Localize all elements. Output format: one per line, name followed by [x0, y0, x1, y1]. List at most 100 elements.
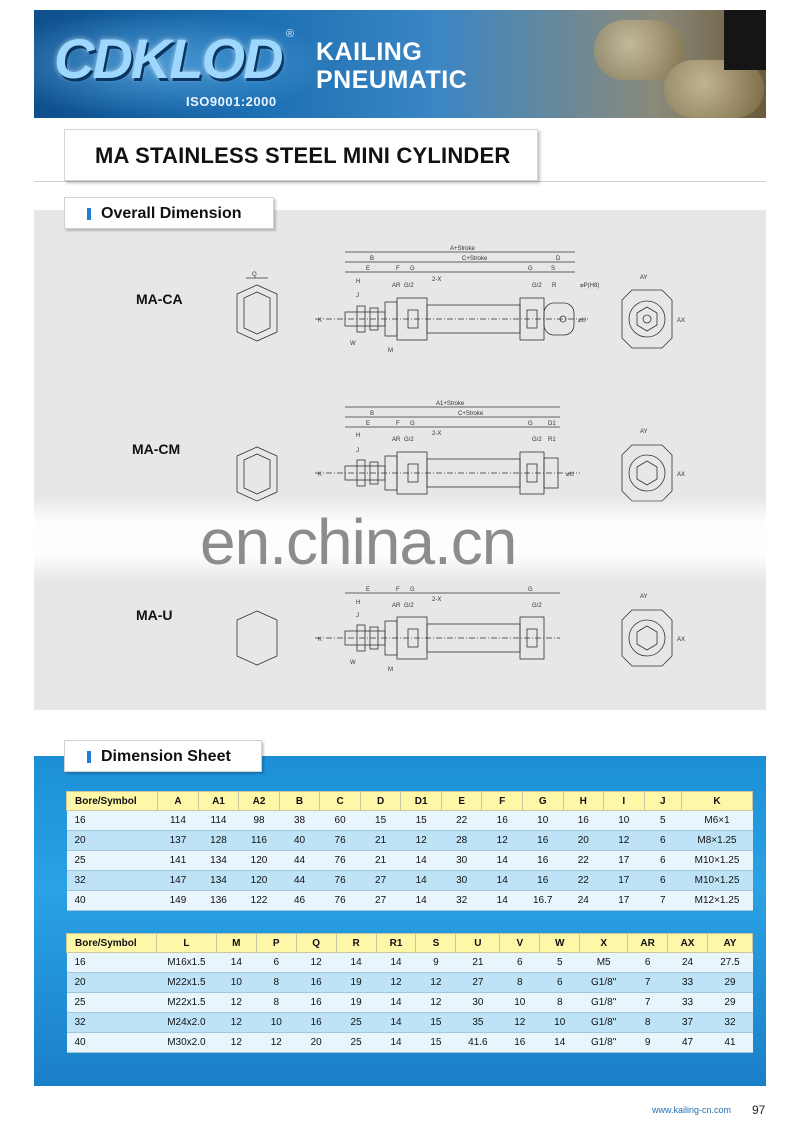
- table-cell: 20: [66, 830, 158, 851]
- table-cell: G1/8": [579, 1032, 628, 1053]
- end-view-right: [621, 444, 673, 502]
- table-cell: 17: [603, 890, 645, 911]
- column-header: G: [521, 791, 564, 811]
- table-cell: 15: [360, 810, 401, 831]
- table-cell: 16.7: [522, 890, 563, 911]
- hex-end-view: [236, 284, 278, 342]
- table-cell: 16: [296, 1012, 337, 1033]
- table-cell: G1/8": [579, 992, 628, 1013]
- table-cell: G1/8": [579, 1012, 628, 1033]
- table-cell: 41: [707, 1032, 753, 1053]
- table-cell: 21: [455, 952, 500, 973]
- label-m: M: [388, 667, 393, 673]
- label-ay: AY: [640, 594, 648, 600]
- end-view-right: [621, 289, 673, 349]
- label-g2: G/2: [532, 283, 542, 289]
- label-g2: G/2: [532, 603, 542, 609]
- table-cell: M12×1.25: [681, 890, 753, 911]
- column-header: AX: [667, 933, 708, 953]
- table-cell: 25: [336, 1032, 377, 1053]
- table-cell: 14: [481, 850, 523, 871]
- table-cell: 14: [481, 870, 523, 891]
- table-cell: 14: [376, 992, 416, 1013]
- column-header: W: [539, 933, 581, 953]
- column-header: AR: [627, 933, 669, 953]
- table-cell: 8: [539, 992, 580, 1013]
- table-cell: 16: [481, 810, 523, 831]
- table-cell: 14: [400, 850, 442, 871]
- table-cell: 30: [455, 992, 500, 1013]
- table-cell: 44: [279, 870, 320, 891]
- label-q: Q: [252, 272, 257, 278]
- label-r: R: [552, 283, 557, 289]
- table-cell: 33: [667, 992, 708, 1013]
- label-k: K: [318, 472, 322, 478]
- column-header: V: [499, 933, 541, 953]
- label-g2: G/2: [404, 283, 414, 289]
- table-cell: 46: [279, 890, 320, 911]
- table-cell: 12: [376, 972, 416, 993]
- table-cell: 6: [256, 952, 297, 973]
- table-cell: M10×1.25: [681, 850, 753, 871]
- table-cell: 122: [238, 890, 280, 911]
- column-header: D: [359, 791, 402, 811]
- hex-end-view: [236, 610, 278, 666]
- table-cell: 38: [279, 810, 320, 831]
- table-cell: 128: [198, 830, 239, 851]
- hex-inner: [243, 291, 271, 335]
- label-2x: 2-X: [432, 597, 441, 603]
- table-cell: 116: [238, 830, 280, 851]
- table-cell: 12: [481, 830, 523, 851]
- table-cell: 22: [441, 810, 482, 831]
- end-circle: [628, 619, 666, 657]
- label-ay: AY: [640, 275, 648, 281]
- model-label-ma-u: MA-U: [136, 607, 173, 623]
- table-cell: 76: [319, 850, 361, 871]
- column-header: A: [157, 791, 199, 811]
- table-cell: 8: [499, 972, 540, 993]
- table-cell: 19: [336, 992, 377, 1013]
- table-cell: 14: [539, 1032, 580, 1053]
- table-cell: 20: [563, 830, 604, 851]
- table-cell: 137: [157, 830, 199, 851]
- label-g2: G/2: [404, 603, 414, 609]
- table-cell: 16: [522, 830, 563, 851]
- label-h: H: [356, 279, 360, 285]
- table-cell: 7: [644, 890, 682, 911]
- dimension-sheet-heading: Dimension Sheet: [101, 748, 231, 765]
- heading-marker: [87, 208, 91, 220]
- footer-url[interactable]: www.kailing-cn.com: [652, 1105, 732, 1115]
- table-cell: M30x2.0: [156, 1032, 217, 1053]
- label-j: J: [356, 448, 359, 454]
- label-e: E: [366, 421, 370, 427]
- drawing-ma-u: E F G G H AR G/2 2-X G/2 J M W K AY AX: [236, 587, 685, 673]
- column-header: J: [643, 791, 683, 811]
- table-cell: 14: [376, 1012, 416, 1033]
- label-h: H: [356, 600, 360, 606]
- table-cell: 12: [296, 952, 337, 973]
- column-header: A2: [238, 791, 280, 811]
- end-hex: [636, 625, 658, 651]
- column-header: R: [335, 933, 377, 953]
- table-cell: 21: [360, 830, 401, 851]
- label-g: G: [410, 587, 415, 593]
- label-ax: AX: [677, 637, 685, 643]
- table-cell: 15: [415, 1012, 456, 1033]
- table-cell: 37: [667, 1012, 708, 1033]
- dimension-sheet-tab: Dimension Sheet: [64, 740, 262, 772]
- column-header: AY: [706, 933, 754, 953]
- label-ar: AR: [392, 437, 401, 443]
- column-header: K: [681, 791, 753, 811]
- column-header: R1: [375, 933, 417, 953]
- table-cell: 25: [66, 992, 157, 1013]
- table-cell: 7: [627, 972, 668, 993]
- table-cell: 20: [296, 1032, 337, 1053]
- column-header: U: [455, 933, 501, 953]
- hex-inner: [243, 453, 271, 495]
